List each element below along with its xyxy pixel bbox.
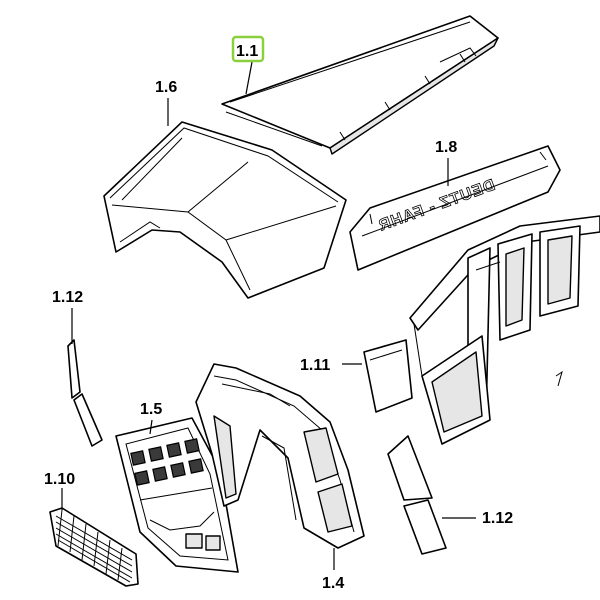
- label-1-12-bottom[interactable]: 1.12: [482, 510, 513, 527]
- part-cab-side-frame[interactable]: [195, 363, 365, 549]
- selected-part-highlight: [231, 35, 265, 63]
- part-cab-roof[interactable]: [103, 121, 347, 299]
- part-glass-right[interactable]: [387, 435, 447, 555]
- label-1-10[interactable]: 1.10: [44, 471, 75, 488]
- part-roof-strip[interactable]: [221, 15, 499, 155]
- part-glass-left[interactable]: [67, 339, 103, 447]
- part-small-window[interactable]: [363, 339, 413, 413]
- label-1-11[interactable]: 1.11: [300, 357, 330, 374]
- part-front-panel[interactable]: [115, 417, 239, 573]
- label-1-4[interactable]: 1.4: [322, 575, 344, 592]
- label-1-1[interactable]: 1.1: [236, 43, 258, 60]
- part-cab-frame[interactable]: [409, 215, 600, 445]
- leader-lines: [61, 61, 476, 570]
- label-1-6[interactable]: 1.6: [155, 79, 177, 96]
- label-1-8[interactable]: 1.8: [435, 139, 457, 156]
- part-louvre-grille[interactable]: [49, 507, 139, 587]
- label-1-12-top[interactable]: 1.12: [52, 289, 83, 306]
- label-1-5[interactable]: 1.5: [140, 401, 162, 418]
